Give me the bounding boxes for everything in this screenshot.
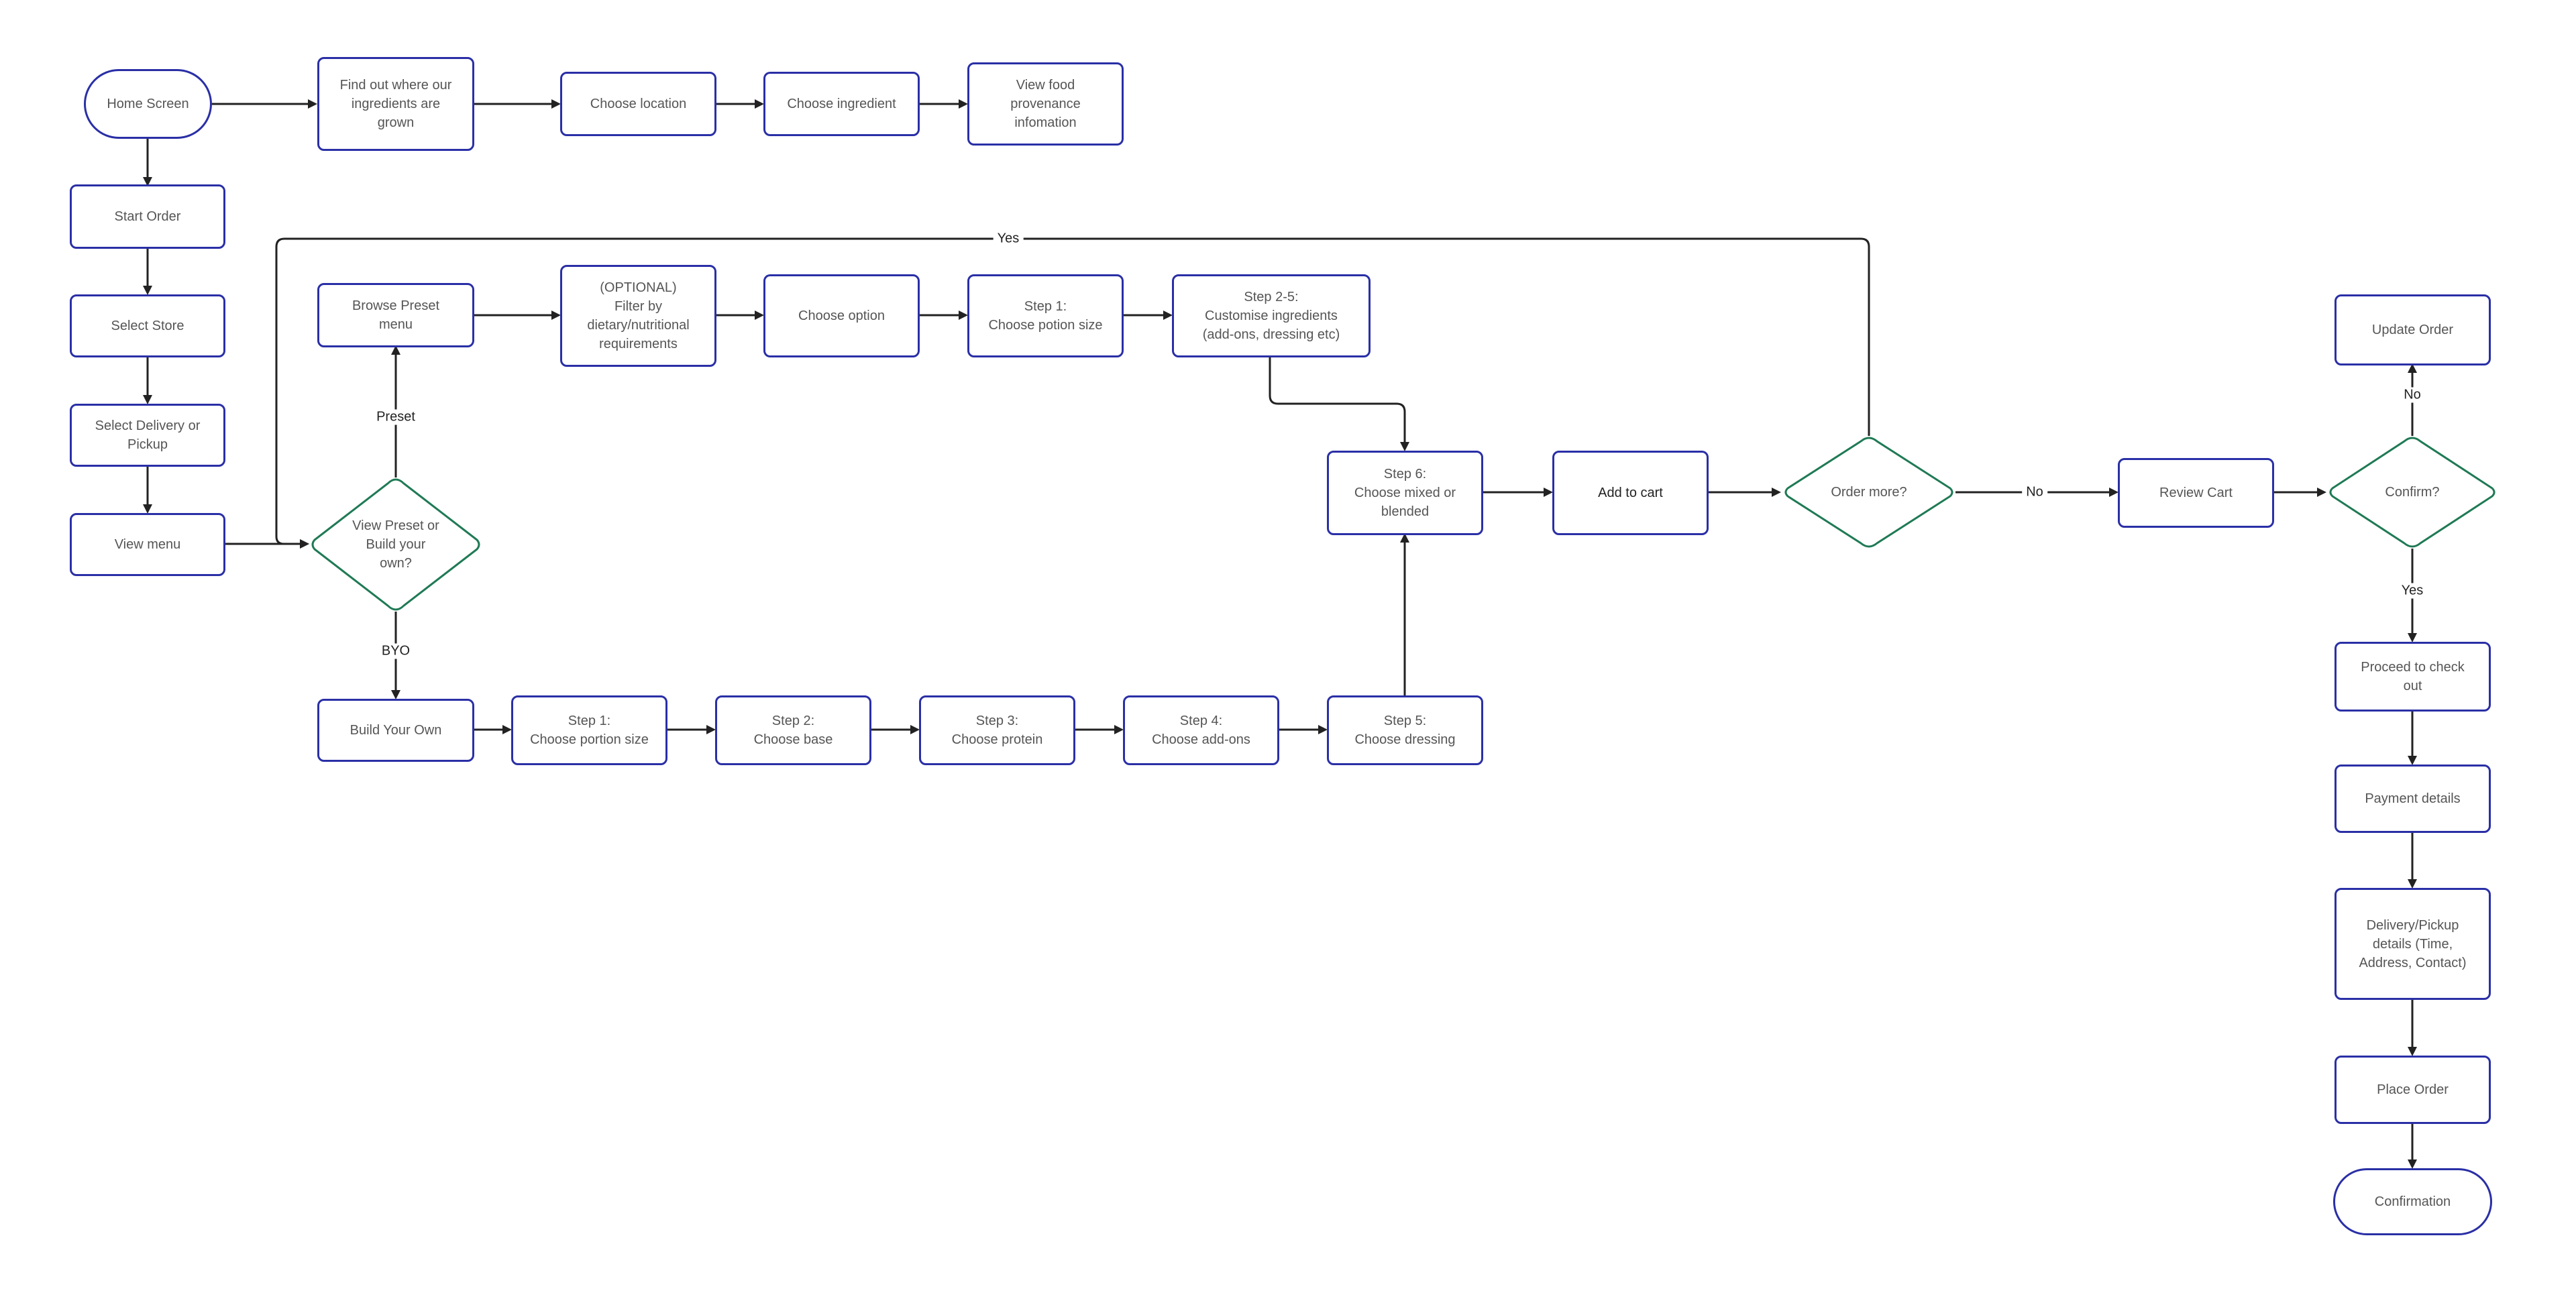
edge-label-yes-confirm: Yes — [2397, 583, 2428, 599]
diamond-shape — [2329, 437, 2496, 548]
node-preset-step1[interactable]: Step 1: Choose potion size — [967, 274, 1124, 357]
node-review-cart[interactable]: Review Cart — [2118, 458, 2274, 528]
decision-order-more[interactable]: Order more? — [1782, 436, 1956, 549]
node-find-out-ingredients[interactable]: Find out where our ingredients are grown — [317, 57, 474, 151]
edge-ordermore-yes-loop — [275, 237, 1870, 549]
node-byo-step1[interactable]: Step 1: Choose portion size — [511, 695, 667, 765]
node-start-order[interactable]: Start Order — [70, 184, 225, 249]
node-step6-mixed-blended[interactable]: Step 6: Choose mixed or blended — [1327, 451, 1483, 535]
node-byo-step3[interactable]: Step 3: Choose protein — [919, 695, 1075, 765]
node-select-store[interactable]: Select Store — [70, 294, 225, 357]
node-payment-details[interactable]: Payment details — [2334, 765, 2491, 833]
diamond-shape — [1784, 437, 1953, 548]
node-home-screen[interactable]: Home Screen — [84, 69, 212, 139]
node-choose-option[interactable]: Choose option — [763, 274, 920, 357]
node-build-your-own[interactable]: Build Your Own — [317, 699, 474, 762]
node-choose-location[interactable]: Choose location — [560, 72, 716, 136]
node-add-to-cart[interactable]: Add to cart — [1552, 451, 1709, 535]
diamond-shape — [311, 478, 480, 611]
node-place-order[interactable]: Place Order — [2334, 1056, 2491, 1124]
node-delivery-pickup-details[interactable]: Delivery/Pickup details (Time, Address, … — [2334, 888, 2491, 1000]
node-view-provenance[interactable]: View food provenance infomation — [967, 62, 1124, 146]
edge-label-preset: Preset — [372, 409, 419, 425]
edge-label-byo: BYO — [377, 643, 415, 659]
node-byo-step4[interactable]: Step 4: Choose add-ons — [1123, 695, 1279, 765]
node-browse-preset-menu[interactable]: Browse Preset menu — [317, 283, 474, 347]
edge-label-yes-loop: Yes — [993, 231, 1024, 247]
decision-confirm[interactable]: Confirm? — [2326, 436, 2498, 549]
node-optional-filter[interactable]: (OPTIONAL) Filter by dietary/nutritional… — [560, 265, 716, 367]
node-proceed-checkout[interactable]: Proceed to check out — [2334, 642, 2491, 712]
node-byo-step5[interactable]: Step 5: Choose dressing — [1327, 695, 1483, 765]
edge-label-no-confirm: No — [2400, 387, 2425, 403]
node-byo-step2[interactable]: Step 2: Choose base — [715, 695, 871, 765]
edge-step25-step6 — [1269, 357, 1409, 451]
node-update-order[interactable]: Update Order — [2334, 294, 2491, 365]
decision-view-preset-or-byo[interactable]: View Preset or Build your own? — [309, 477, 483, 612]
node-select-delivery-pickup[interactable]: Select Delivery or Pickup — [70, 404, 225, 467]
edge-label-no-order-more: No — [2022, 484, 2047, 500]
node-preset-step2-5[interactable]: Step 2-5: Customise ingredients (add-ons… — [1172, 274, 1371, 357]
node-confirmation[interactable]: Confirmation — [2333, 1168, 2492, 1235]
node-choose-ingredient[interactable]: Choose ingredient — [763, 72, 920, 136]
node-view-menu[interactable]: View menu — [70, 513, 225, 576]
